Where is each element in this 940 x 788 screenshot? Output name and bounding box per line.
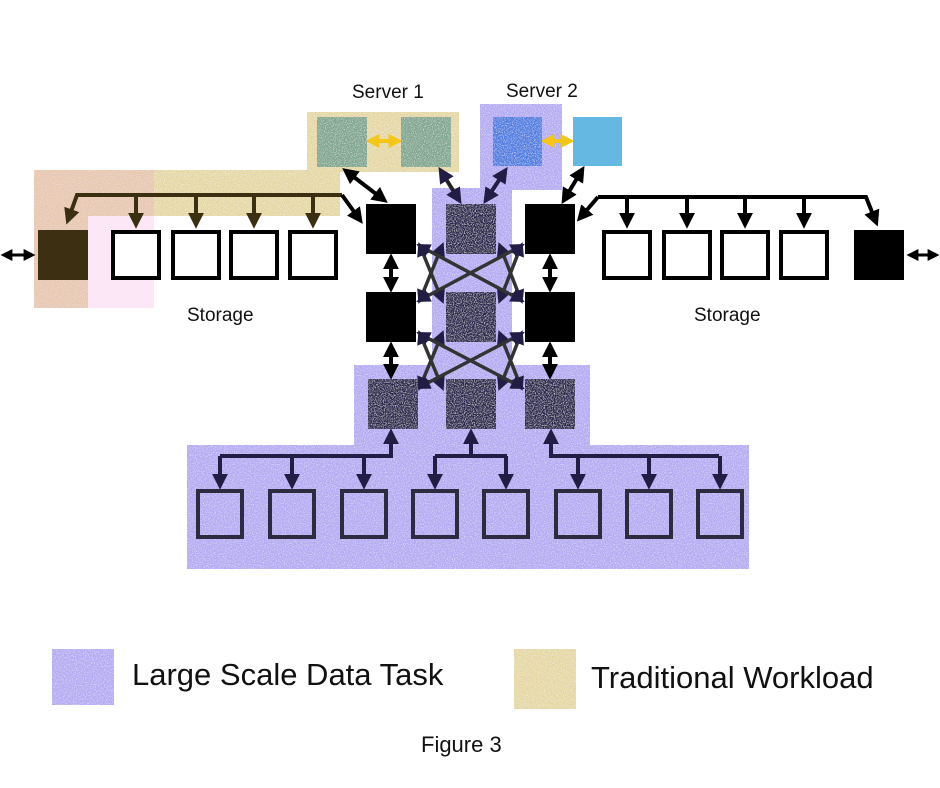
storage-left-node bbox=[171, 230, 221, 280]
storage-left-node bbox=[111, 230, 161, 280]
server-1-to-switch-link bbox=[438, 166, 462, 205]
bottom-bus-left bbox=[220, 428, 399, 458]
switch-r3-c1 bbox=[368, 379, 418, 429]
server-2-to-switch-link bbox=[483, 166, 508, 205]
server-2-node-a bbox=[493, 117, 542, 166]
storage-right-gateway-node bbox=[854, 230, 904, 280]
switch-r2-c2 bbox=[446, 292, 496, 342]
switch-r3-c3 bbox=[525, 379, 575, 429]
switch-r1-c1 bbox=[366, 204, 416, 254]
bottom-node bbox=[196, 489, 244, 539]
switch-cross-link bbox=[416, 244, 525, 302]
storage-right-node bbox=[662, 230, 712, 280]
links bbox=[0, 134, 940, 490]
storage-right-node bbox=[602, 230, 652, 280]
storage-left-to-switch bbox=[340, 193, 363, 224]
server-1-label: Server 1 bbox=[352, 82, 424, 103]
legend-swatch-large-scale bbox=[52, 649, 114, 705]
switch-cross-link bbox=[416, 332, 525, 389]
storage-right-label: Storage bbox=[694, 305, 761, 326]
storage-left-label: Storage bbox=[187, 305, 254, 326]
switch-r2-c1 bbox=[366, 292, 416, 342]
legend-swatch-traditional bbox=[514, 649, 576, 709]
legend-label-traditional: Traditional Workload bbox=[591, 660, 874, 695]
server-2-node-b bbox=[573, 117, 622, 166]
storage-left-gateway-node bbox=[38, 230, 88, 280]
bottom-node bbox=[625, 489, 673, 539]
bottom-node bbox=[340, 489, 388, 539]
bottom-bus-right bbox=[543, 428, 719, 458]
bottom-node bbox=[554, 489, 602, 539]
figure-caption: Figure 3 bbox=[421, 732, 502, 757]
storage-right-node bbox=[720, 230, 770, 280]
bottom-node bbox=[268, 489, 316, 539]
server-2-to-switch-link bbox=[561, 165, 585, 205]
bottom-node bbox=[696, 489, 744, 539]
switch-r1-c2 bbox=[446, 204, 496, 254]
storage-left-node bbox=[229, 230, 279, 280]
server-1-node-a bbox=[317, 117, 367, 167]
nodes bbox=[38, 117, 904, 539]
bottom-node bbox=[482, 489, 530, 539]
server-1-to-switch-link bbox=[342, 168, 388, 203]
traditional-region-left-storage bbox=[34, 170, 340, 308]
server-1-node-b bbox=[401, 117, 451, 167]
switch-r1-c3 bbox=[525, 204, 575, 254]
storage-left-node bbox=[288, 230, 338, 280]
switch-r2-c3 bbox=[525, 292, 575, 342]
legend-label-large-scale: Large Scale Data Task bbox=[132, 657, 444, 692]
large-scale-region-bottom bbox=[187, 445, 749, 569]
legend-swatches bbox=[52, 649, 576, 709]
switch-r3-c2 bbox=[446, 379, 496, 429]
storage-right-bus bbox=[598, 195, 880, 227]
bottom-node bbox=[411, 489, 459, 539]
storage-right-node bbox=[779, 230, 829, 280]
server-2-label: Server 2 bbox=[506, 81, 578, 102]
storage-right-to-switch bbox=[576, 195, 600, 222]
